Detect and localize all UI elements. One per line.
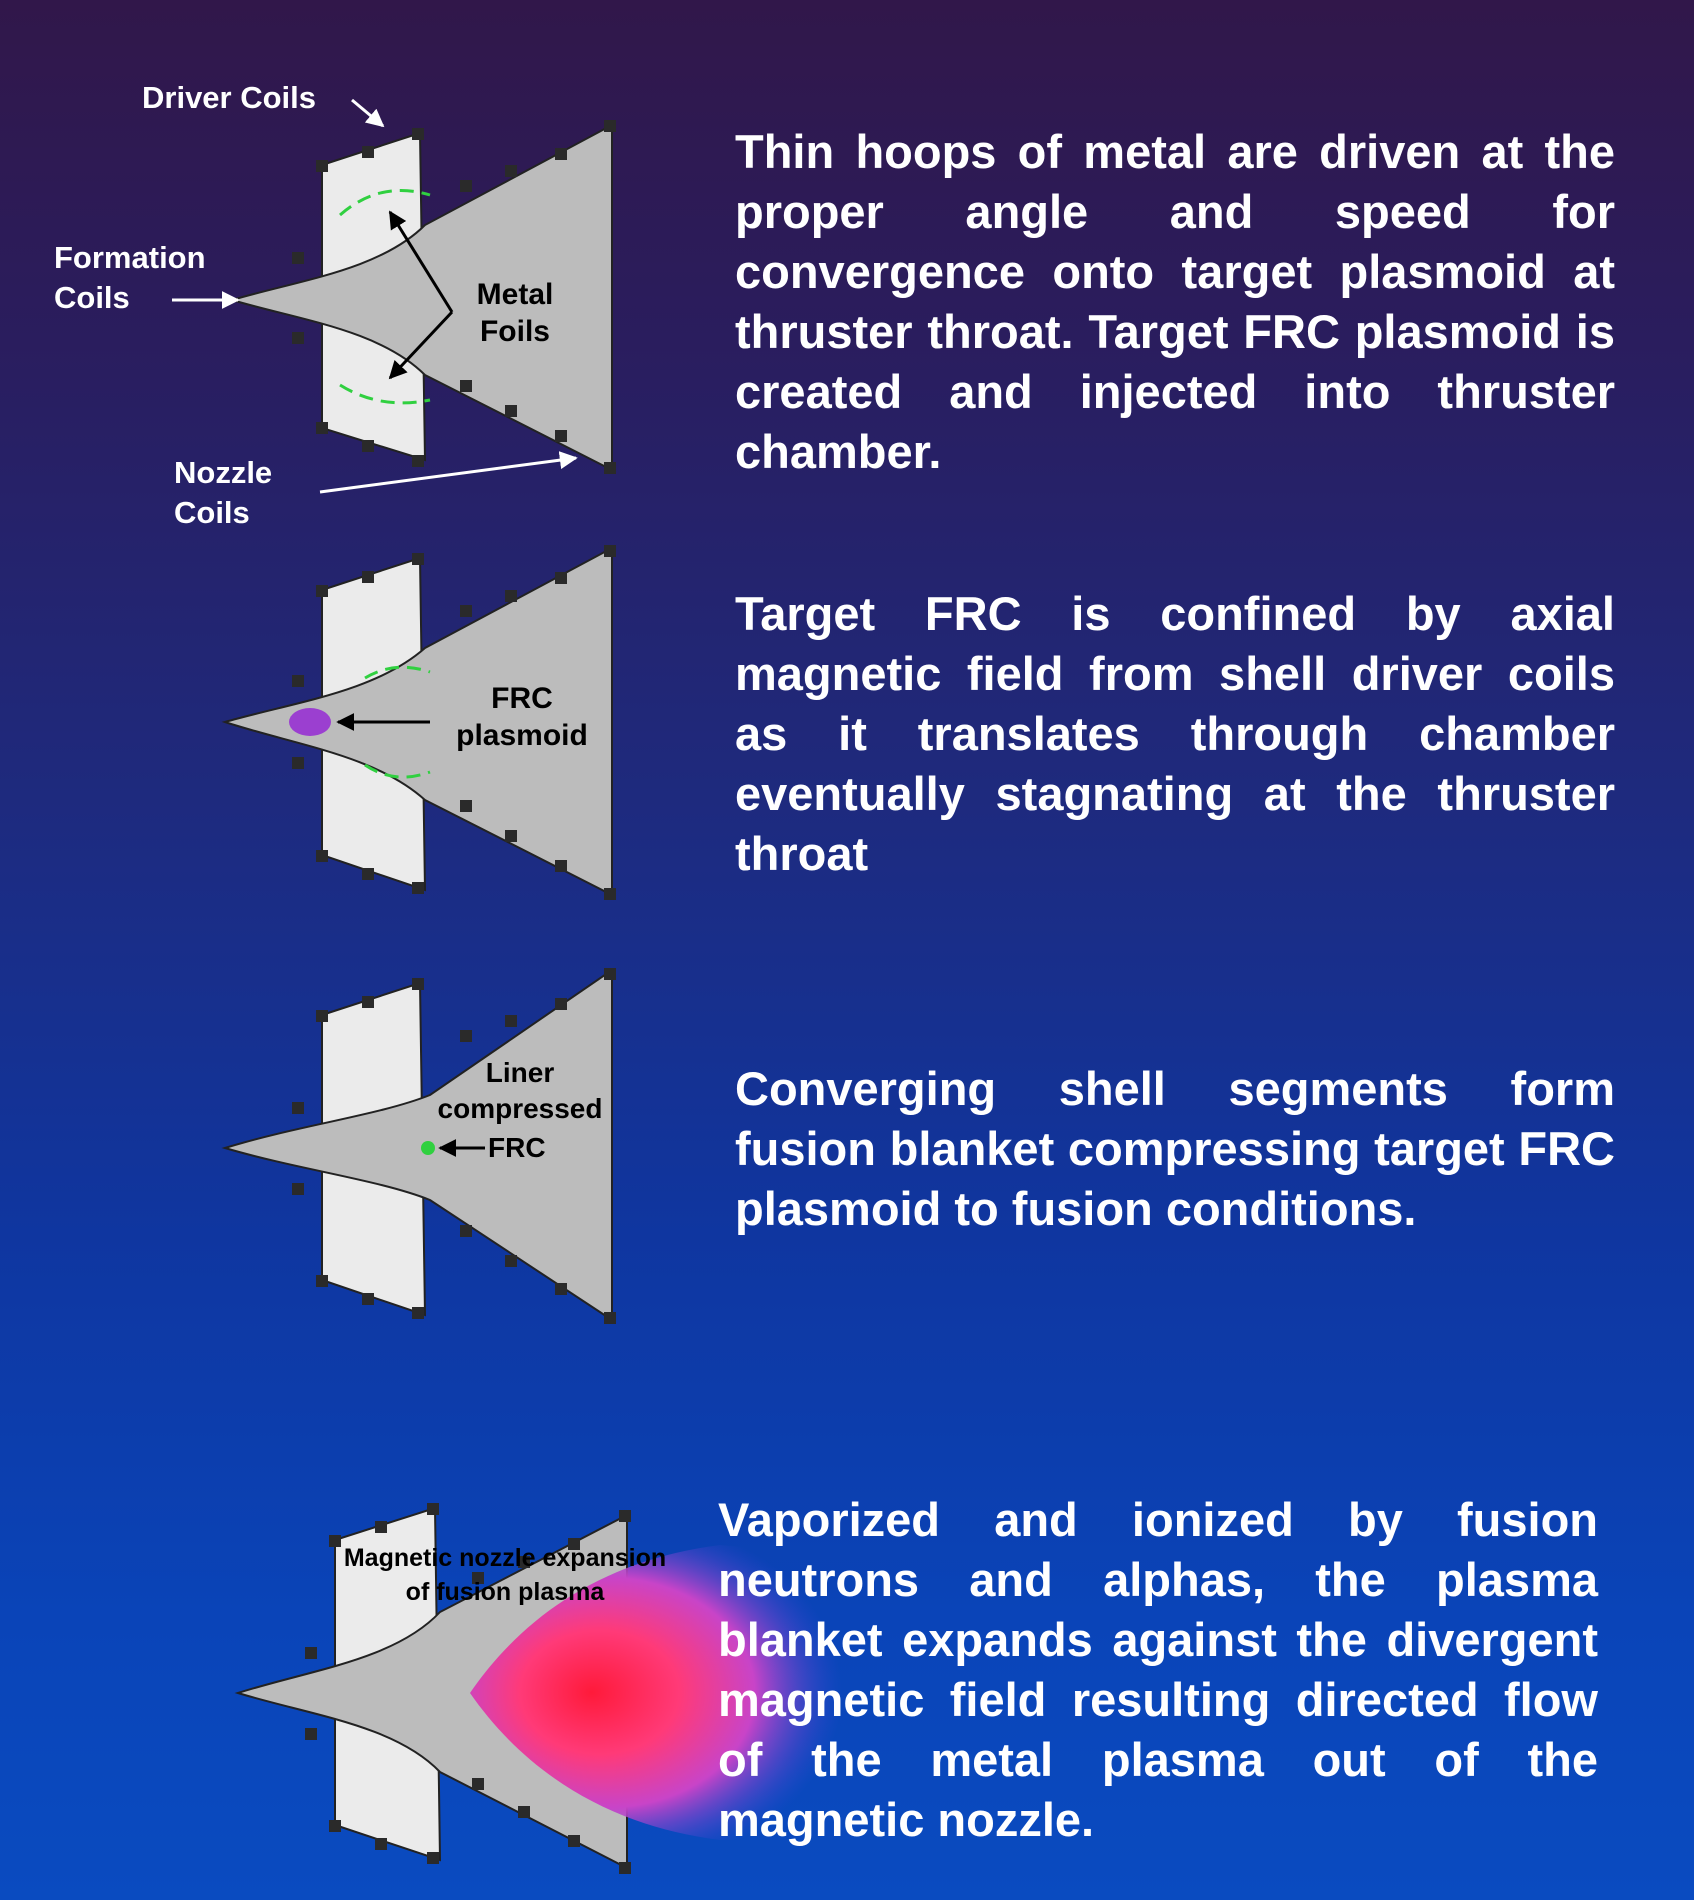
frc-plasmoid: [289, 708, 331, 736]
thruster-panel-3: [221, 968, 616, 1324]
plasma-plume: [470, 1545, 850, 1840]
liner-compressed-label-frc: FRC: [488, 1132, 546, 1163]
thruster-body: [228, 123, 613, 472]
panel-4-description: Vaporized and ionized by fusion neutrons…: [718, 1493, 1598, 1846]
magnetic-nozzle-label: Magnetic nozzle expansion of fusion plas…: [320, 1541, 690, 1609]
frc-plasmoid-label-line2: plasmoid: [456, 719, 588, 752]
metal-foils-pointer: [388, 210, 454, 380]
panel-3-description: Converging shell segments form fusion bl…: [735, 1062, 1615, 1235]
liner-compressed-label-line2: compressed: [437, 1093, 603, 1124]
panel-2-description: Target FRC is confined by axial magnetic…: [735, 587, 1615, 880]
liner-compressed-label: Liner compressed: [430, 1055, 610, 1127]
nozzle-coils-arrow: [319, 451, 578, 494]
coil-ticks: [292, 545, 616, 900]
liner-compressed-label-line1: Liner: [485, 1057, 555, 1088]
thruster-panel-1: [172, 98, 616, 494]
driver-coils-label: Driver Coils: [142, 80, 317, 115]
thruster-body: [221, 968, 613, 1322]
thruster-panel-2: [221, 545, 616, 900]
coil-ticks: [292, 120, 616, 474]
magnetic-nozzle-label-line1: Magnetic nozzle expansion: [343, 1544, 667, 1572]
coil-ticks: [305, 1503, 631, 1874]
metal-foils-label: Metal Foils: [470, 276, 560, 350]
magnetic-field-lines: [339, 189, 431, 405]
formation-coils-label-line1: Formation: [54, 240, 206, 275]
magnetic-nozzle-label-line2: of fusion plasma: [405, 1578, 605, 1606]
driver-coils-arrow: [351, 98, 385, 128]
metal-foils-label-line2: Foils: [479, 315, 550, 348]
frc-plasmoid-label-line1: FRC: [491, 682, 553, 715]
metal-foils-label-line1: Metal: [476, 278, 554, 311]
thruster-panel-4: [234, 1503, 850, 1874]
compressed-frc: [421, 1141, 435, 1155]
formation-coils-label: Formation Coils: [54, 238, 206, 318]
coil-ticks: [292, 968, 616, 1324]
nozzle-coils-label-line1: Nozzle: [174, 455, 273, 490]
magnetic-field-lines: [364, 665, 431, 779]
formation-coils-label-line2: Coils: [54, 280, 130, 315]
panel-1-description: Thin hoops of metal are driven at the pr…: [735, 125, 1615, 478]
nozzle-coils-label-line2: Coils: [174, 495, 250, 530]
nozzle-coils-label: Nozzle Coils: [174, 453, 272, 533]
frc-plasmoid-label: FRC plasmoid: [442, 680, 602, 754]
